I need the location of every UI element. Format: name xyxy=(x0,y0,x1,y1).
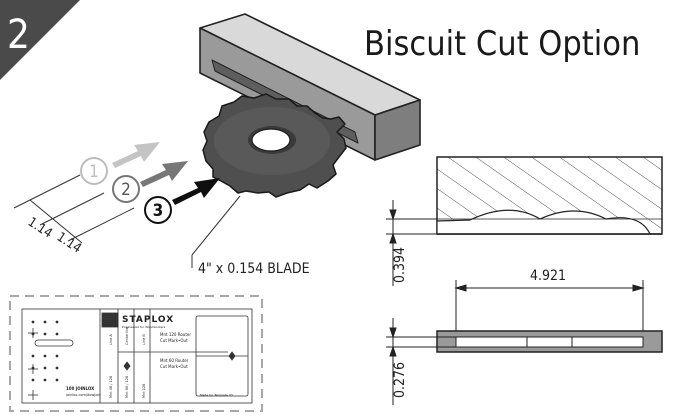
template-tagline: Engineered for Woodworkers xyxy=(122,325,166,329)
page-title: Biscuit Cut Option xyxy=(364,24,640,64)
depth-value: 0.394 xyxy=(392,247,408,283)
template-line-b: Line B xyxy=(142,334,146,345)
step-number: 2 xyxy=(7,12,30,58)
section-view-depth xyxy=(436,156,663,235)
step-marker-1-label: 1 xyxy=(89,162,99,182)
step-marker-1: 1 xyxy=(80,157,108,185)
arrow-step-1-icon xyxy=(112,142,160,168)
offset-label-a: 1.14 xyxy=(25,215,55,242)
offset-dimensions xyxy=(13,174,135,244)
template-centerline: Centerline xyxy=(125,327,129,345)
template-website: joinlox.com/dowjoin xyxy=(65,393,101,397)
template-brand: STAPLOX xyxy=(122,315,174,325)
step-marker-3: 3 xyxy=(144,196,172,224)
arrow-step-3-icon xyxy=(172,178,220,205)
section-view-slot xyxy=(436,330,663,353)
template-router-120: Mnt 120 Router xyxy=(160,332,191,337)
template-made: Made for Template V3 xyxy=(200,393,233,397)
blade-callout xyxy=(191,195,241,268)
template-mnt-left: Mnt 48 / 128 xyxy=(109,376,113,398)
width-value: 0.276 xyxy=(392,362,408,398)
depth-dimension xyxy=(386,200,437,286)
length-dimension xyxy=(454,280,645,335)
step-badge: 2 xyxy=(0,0,80,80)
template-inset-frame xyxy=(9,295,263,412)
template-cut-mark-2: Cut Mark•Out xyxy=(160,364,188,369)
template-mnt-right: Mnt 128 xyxy=(142,384,146,398)
width-dimension xyxy=(386,318,456,405)
template-line-a: Line A xyxy=(109,334,113,345)
length-value: 4.921 xyxy=(530,268,566,284)
template-drawing xyxy=(21,308,253,404)
arrow-step-2-icon xyxy=(140,161,188,187)
step-marker-3-label: 3 xyxy=(153,201,164,221)
template-mnt-mid: Mnt 60 / 128 xyxy=(125,376,129,398)
blade-label: 4" x 0.154 BLADE xyxy=(198,261,310,277)
offset-label-b: 1.14 xyxy=(54,230,84,257)
template-product: 100 JOINLOX xyxy=(66,386,94,391)
biscuit-blade xyxy=(202,93,347,198)
template-cut-mark-1: Cut Mark•Out xyxy=(160,338,188,343)
template-router-60: Mnt 60 Router xyxy=(160,358,189,363)
template-text: STAPLOX Engineered for Woodworkers Mnt 1… xyxy=(65,315,233,398)
motion-arrows xyxy=(112,142,220,205)
step-marker-2-label: 2 xyxy=(121,180,131,200)
step-marker-2: 2 xyxy=(112,175,140,203)
